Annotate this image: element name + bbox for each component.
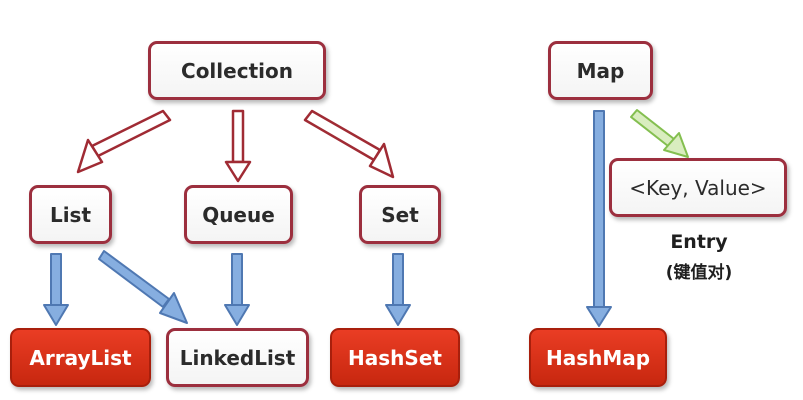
arrow-list-to-arraylist xyxy=(43,253,69,326)
arrow-collection-to-queue xyxy=(224,109,252,183)
entry-title: Entry xyxy=(670,231,728,253)
queue-node: Queue xyxy=(184,185,293,244)
list-node: List xyxy=(29,185,112,244)
hashset-node: HashSet xyxy=(330,328,460,387)
linkedlist-node: LinkedList xyxy=(166,328,309,387)
map-node: Map xyxy=(548,41,653,100)
arrow-collection-to-list xyxy=(76,109,172,174)
arrow-queue-to-linkedlist xyxy=(224,253,250,326)
arrow-set-to-hashset xyxy=(385,253,411,326)
entry-subtitle: (键值对) xyxy=(665,263,733,283)
arrow-collection-to-set xyxy=(303,109,395,179)
keyvalue-node: <Key, Value> xyxy=(609,158,787,217)
collection-node: Collection xyxy=(148,41,326,100)
arrow-map-to-entry xyxy=(630,109,689,158)
set-node: Set xyxy=(359,185,441,244)
arraylist-node: ArrayList xyxy=(10,328,151,387)
arrow-list-to-linkedlist xyxy=(98,250,188,324)
arrow-map-to-hashmap xyxy=(586,110,612,327)
hashmap-node: HashMap xyxy=(529,328,667,387)
